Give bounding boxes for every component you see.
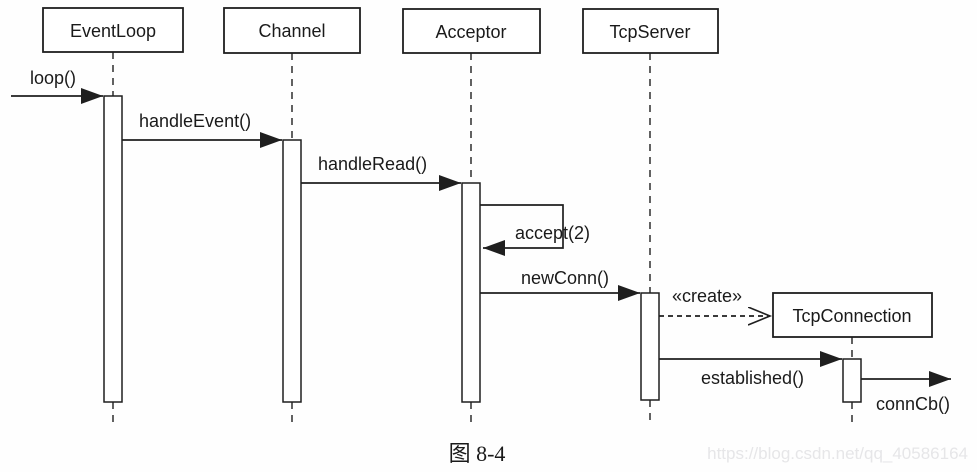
actor-label-acceptor: Acceptor: [435, 22, 506, 42]
message-accept-self-arrow: [480, 204, 564, 256]
actor-label-tcpserver: TcpServer: [609, 22, 690, 42]
message-loop-label: loop(): [30, 68, 76, 88]
message-accept-label: accept(2): [515, 223, 590, 243]
activation-tcpconnection: [842, 358, 862, 403]
message-conncb-label: connCb(): [876, 394, 950, 414]
actor-box-acceptor: [402, 8, 541, 54]
actor-box-tcpconnection: [772, 292, 933, 338]
message-create-label: «create»: [672, 286, 742, 306]
message-handleevent-label: handleEvent(): [139, 111, 251, 131]
actor-label-tcpconnection: TcpConnection: [792, 306, 911, 326]
watermark-text: https://blog.csdn.net/qq_40586164: [707, 444, 968, 463]
actor-box-tcpserver: [582, 8, 719, 54]
activation-tcpserver: [640, 292, 660, 401]
activation-acceptor: [461, 182, 481, 403]
lifelines: [112, 52, 853, 428]
activation-eventloop: [103, 95, 123, 403]
messages: loop() handleEvent() handleRead() accept…: [11, 68, 951, 414]
actor-label-eventloop: EventLoop: [70, 21, 156, 41]
actor-box-eventloop: [42, 7, 184, 53]
activation-bars: [103, 95, 862, 403]
actor-box-channel: [223, 7, 361, 54]
message-established-label: established(): [701, 368, 804, 388]
figure-caption: 图 8-4: [449, 441, 506, 466]
message-handleread-label: handleRead(): [318, 154, 427, 174]
message-newconn-label: newConn(): [521, 268, 609, 288]
actor-label-channel: Channel: [258, 21, 325, 41]
activation-channel: [282, 139, 302, 403]
actor-boxes: EventLoop Channel Acceptor TcpServer Tcp…: [42, 7, 933, 338]
